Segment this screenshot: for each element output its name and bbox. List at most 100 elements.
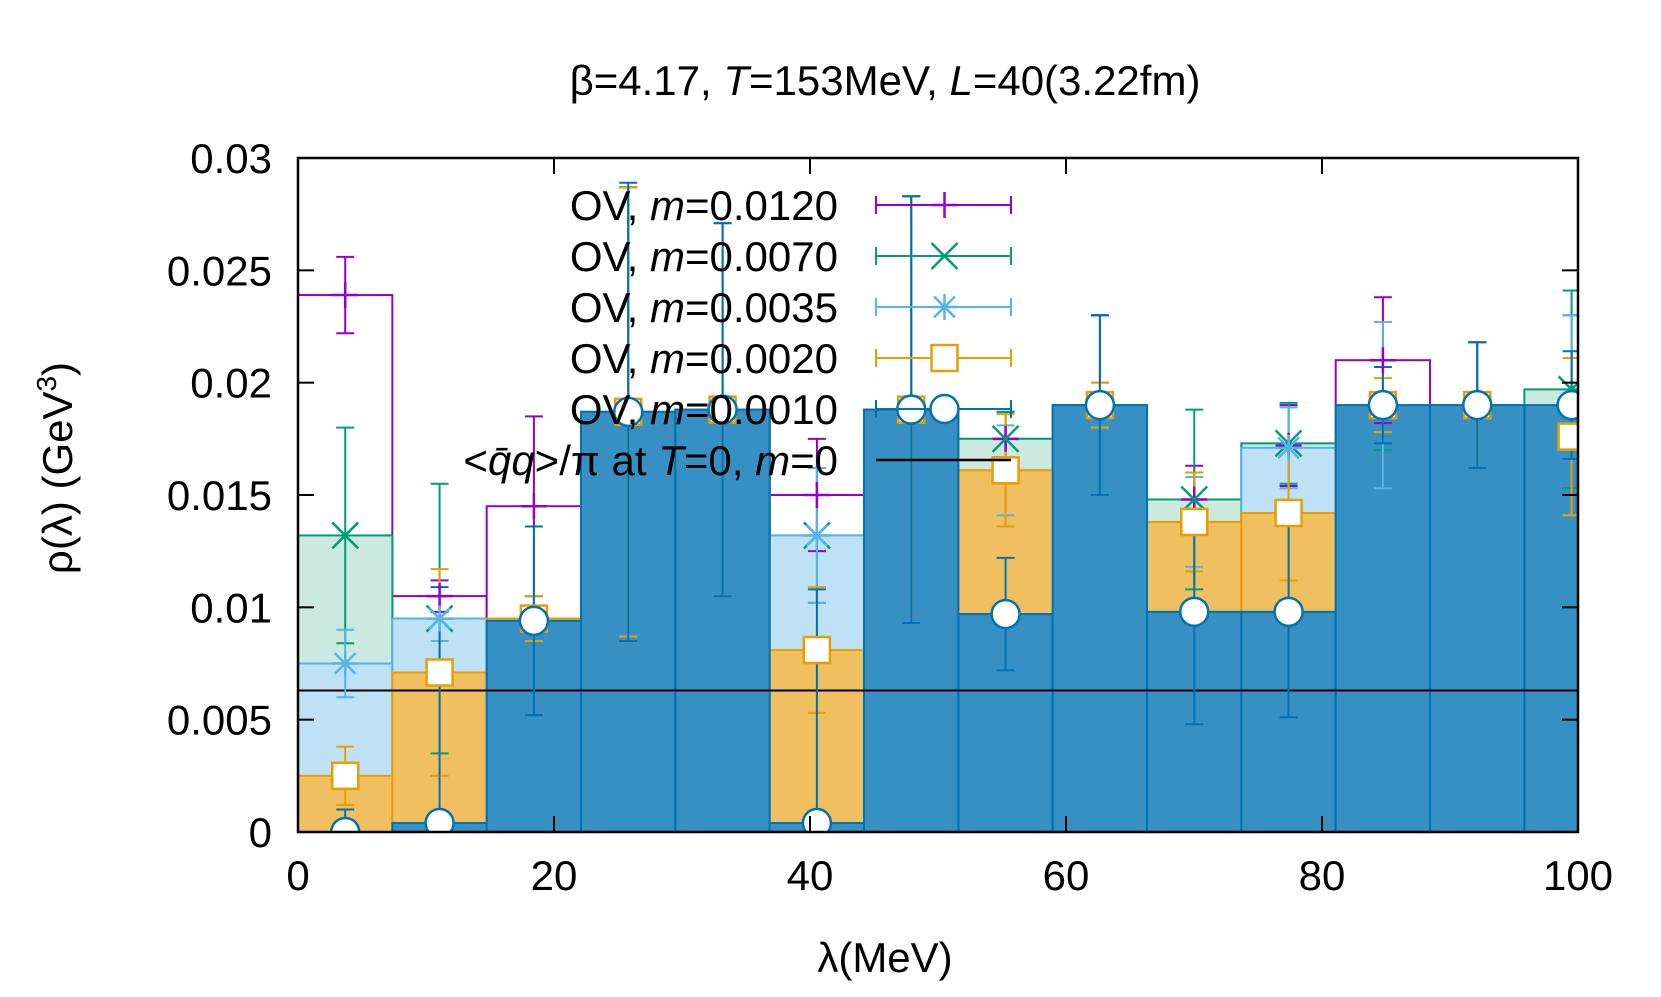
- marker-s3-b10-box: [1274, 498, 1303, 528]
- legend-marker-1-d2: [930, 242, 959, 270]
- title-beta: β=4.17,: [570, 57, 724, 104]
- legend-label-1: OV, m=0.0070: [570, 233, 838, 280]
- histogram-bars: [298, 294, 1578, 832]
- marker-s4-b13-ring: [1556, 389, 1578, 421]
- marker-s4-b13: [1556, 389, 1578, 421]
- marker-s3-b5: [802, 635, 832, 665]
- marker-s3-b5-box: [802, 635, 832, 665]
- marker-s3-b13: [1557, 422, 1578, 451]
- marker-s4-b1-ring: [424, 807, 455, 832]
- marker-s0-b1: [426, 583, 453, 610]
- marker-s2-b10: [1275, 434, 1302, 461]
- marker-s1-b0-d2: [331, 521, 360, 550]
- legend-marker-4: [929, 393, 960, 425]
- legend-ref-part-3: >/π at: [535, 437, 659, 484]
- marker-s3-b1-box: [425, 658, 454, 687]
- y-axis-label-sup: 3: [31, 376, 62, 392]
- marker-s0-b11: [1369, 347, 1396, 374]
- marker-s4-b4-ring: [707, 394, 738, 425]
- legend-marker-2: [931, 294, 958, 320]
- marker-s4-b3: [612, 396, 644, 428]
- marker-s4-b11: [1367, 389, 1399, 421]
- y-tick-label-5: 0.025: [167, 247, 272, 294]
- y-axis-label: ρ(λ) (GeV3): [31, 362, 81, 574]
- marker-s3-b10: [1274, 498, 1303, 528]
- marker-s2-b0-d2: [333, 652, 357, 675]
- x-tick-label-3: 60: [1043, 852, 1090, 899]
- legend-label-var-0: m: [650, 182, 685, 229]
- data-markers: [329, 282, 1578, 832]
- chart-title: β=4.17, T=153MeV, L=40(3.22fm): [570, 57, 1201, 104]
- marker-s1-b7-d2: [991, 424, 1020, 453]
- marker-s4-b4: [707, 394, 738, 425]
- marker-s3-b0: [330, 761, 360, 791]
- marker-s2-b10-d2: [1277, 436, 1300, 460]
- legend-ref-part-0: <: [463, 437, 488, 484]
- marker-s1-b7: [991, 424, 1020, 453]
- legend-label-prefix-3: OV,: [570, 335, 650, 382]
- legend-label-prefix-1: OV,: [570, 233, 650, 280]
- legend-label-prefix-2: OV,: [570, 284, 650, 331]
- x-tick-label-5: 100: [1543, 852, 1613, 899]
- legend-label-ref: <q̄q>/π at T=0, m=0: [463, 437, 838, 484]
- marker-s4-b12-ring: [1462, 389, 1493, 421]
- y-axis-label-main: ρ(λ) (GeV: [34, 392, 81, 575]
- legend-label-var-4: m: [650, 386, 685, 433]
- legend-label-val-1: =0.0070: [685, 233, 838, 280]
- y-tick-label-0: 0: [249, 809, 272, 856]
- legend-label-var-3: m: [650, 335, 685, 382]
- legend-ref-part-1: q̄: [488, 437, 512, 484]
- y-tick-label-4: 0.02: [190, 360, 272, 407]
- x-tick-label-4: 80: [1299, 852, 1346, 899]
- marker-s4-b12: [1462, 389, 1493, 421]
- legend-label-3: OV, m=0.0020: [570, 335, 838, 382]
- legend-label-prefix-4: OV,: [570, 386, 650, 433]
- marker-s0-b5: [803, 482, 830, 508]
- y-tick-label-6: 0.03: [190, 135, 272, 182]
- marker-s4-b9-ring: [1179, 596, 1210, 628]
- marker-s3-b13-box: [1557, 422, 1578, 451]
- marker-s4-b2: [518, 605, 550, 637]
- marker-s3-b9-box: [1180, 507, 1209, 537]
- legend-label-var-2: m: [650, 284, 685, 331]
- legend-label-2: OV, m=0.0035: [570, 284, 838, 331]
- marker-s4-b10: [1273, 596, 1304, 628]
- legend-marker-2-d2: [933, 295, 956, 319]
- marker-s0-b0: [332, 282, 359, 309]
- marker-s4-b3-ring: [612, 396, 644, 428]
- legend-marker-0: [931, 192, 958, 218]
- marker-s4-b7: [990, 598, 1021, 630]
- marker-s4-b2-ring: [518, 605, 550, 637]
- x-tick-label-0: 0: [286, 852, 309, 899]
- marker-s4-b10-ring: [1273, 596, 1304, 628]
- marker-s2-b0: [332, 650, 359, 677]
- title-t-val: =153MeV,: [749, 57, 949, 104]
- legend-label-val-4: =0.0010: [685, 386, 838, 433]
- marker-s4-b9: [1179, 596, 1210, 628]
- title-l-val: =40(3.22fm): [973, 57, 1201, 104]
- legend-label-val-2: =0.0035: [685, 284, 838, 331]
- marker-s2-b1-d2: [428, 607, 451, 630]
- y-tick-label-3: 0.015: [167, 472, 272, 519]
- legend-ref-part-7: =0: [790, 437, 838, 484]
- legend-label-4: OV, m=0.0010: [570, 386, 838, 433]
- y-axis-label-end: ): [34, 362, 81, 376]
- marker-s4-b0: [329, 816, 361, 832]
- marker-s0-b2: [520, 493, 547, 520]
- bar-s4-b12: [1429, 404, 1526, 832]
- marker-s3-b7: [991, 456, 1020, 485]
- marker-s3-b7-box: [991, 456, 1020, 485]
- legend-ref-part-2: q: [511, 437, 535, 484]
- x-axis-label: λ(MeV): [817, 934, 952, 981]
- marker-s4-b8-ring: [1084, 389, 1116, 421]
- legend-label-val-0: =0.0120: [685, 182, 838, 229]
- marker-s4-b7-ring: [990, 598, 1021, 630]
- title-l-var: L: [949, 57, 972, 104]
- legend-marker-1: [930, 242, 959, 270]
- legend-label-val-3: =0.0020: [685, 335, 838, 382]
- legend-label-prefix-0: OV,: [570, 182, 650, 229]
- marker-s3-b0-box: [330, 761, 360, 791]
- y-tick-label-2: 0.01: [190, 584, 272, 631]
- x-tick-label-2: 40: [787, 852, 834, 899]
